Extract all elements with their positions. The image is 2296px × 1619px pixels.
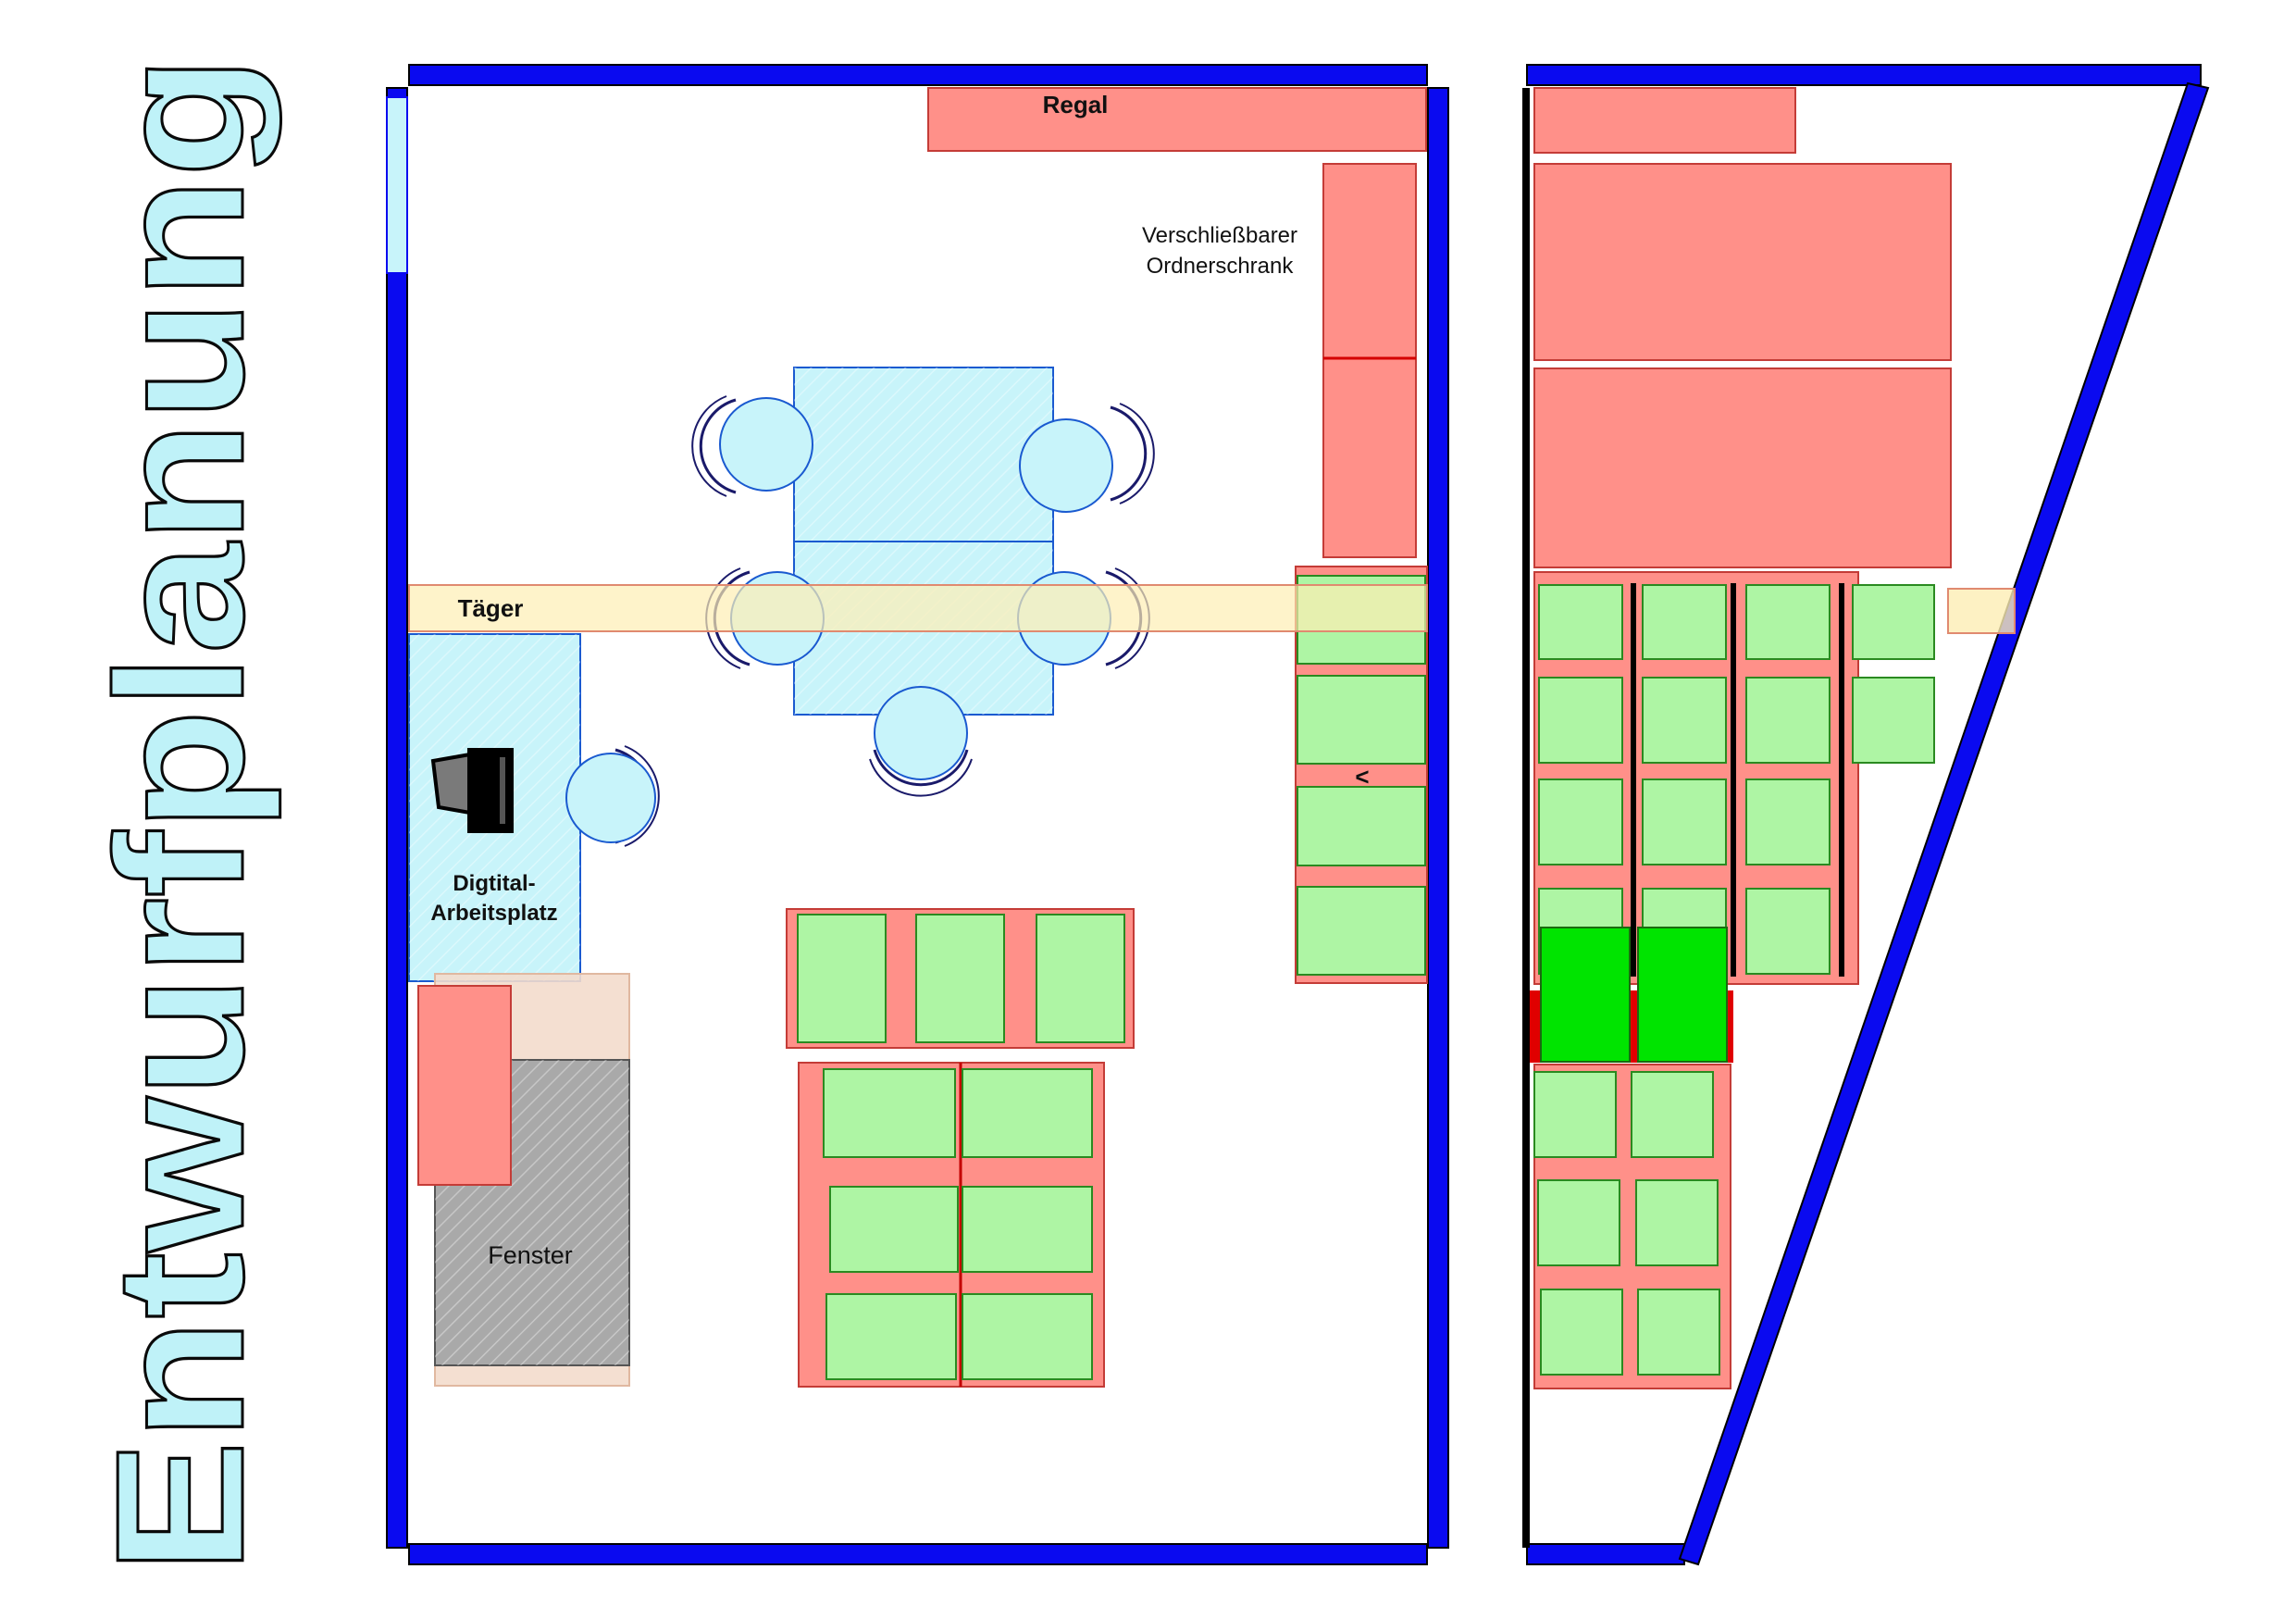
cabinet-top <box>1322 163 1417 359</box>
plant-box <box>1642 584 1727 660</box>
plant-box <box>1538 677 1623 764</box>
plant-box <box>962 1068 1093 1158</box>
computer-workstation-icon <box>430 748 514 833</box>
plant-box <box>1540 1289 1623 1376</box>
plant-box <box>1297 786 1426 866</box>
chair-5 <box>874 686 968 780</box>
plant-box <box>829 1186 959 1273</box>
workstation-label-line2: Arbeitsplatz <box>430 901 557 926</box>
chair-2 <box>1019 418 1113 513</box>
plant-box <box>915 914 1005 1043</box>
shelf-label: Regal <box>1043 91 1109 118</box>
window-label: Fenster <box>488 1241 573 1269</box>
plant-box <box>1635 1179 1719 1266</box>
left-room <box>386 64 1449 1565</box>
plant-box <box>1537 1179 1620 1266</box>
beam-continuation <box>1947 588 2016 634</box>
wall-right <box>1427 87 1449 1549</box>
wall-left <box>1522 88 1530 1548</box>
storage-block <box>1533 367 1952 568</box>
wall-top <box>408 64 1428 86</box>
wall-left <box>386 87 408 1549</box>
shelf-regal <box>927 87 1427 152</box>
plant-box <box>1745 584 1831 660</box>
plant-box <box>1745 778 1831 866</box>
plant-box-highlight <box>1540 927 1631 1063</box>
plant-box <box>825 1293 957 1380</box>
chair-1 <box>719 397 813 492</box>
cabinet-label-line1: Verschließbarer <box>1142 223 1297 248</box>
plant-box <box>1852 677 1935 764</box>
conference-table-group <box>691 367 1155 797</box>
plant-box <box>1745 888 1831 975</box>
wall-top <box>1526 64 2202 86</box>
wall-slanted <box>1678 81 2210 1566</box>
plant-box <box>1297 886 1426 976</box>
cabinet-bottom <box>1322 357 1417 558</box>
plant-box <box>1036 914 1125 1043</box>
plant-box <box>1852 584 1935 660</box>
plant-box <box>1745 677 1831 764</box>
door-gap <box>386 96 408 274</box>
shelf-small <box>1533 87 1796 154</box>
workstation-chair <box>565 753 656 843</box>
plant-box <box>1631 1071 1714 1158</box>
plant-box <box>962 1293 1093 1380</box>
beam <box>408 584 1428 632</box>
plant-box <box>797 914 887 1043</box>
page-title: Entwurfplanung <box>79 56 281 1574</box>
wall-bottom <box>1526 1543 1685 1565</box>
cabinet-label-line2: Ordnerschrank <box>1147 254 1295 279</box>
plant-box <box>823 1068 956 1158</box>
plant-box <box>1533 1071 1617 1158</box>
plant-box <box>962 1186 1093 1273</box>
plant-box <box>1538 584 1623 660</box>
plant-box <box>1538 778 1623 866</box>
wall-bottom <box>408 1543 1428 1565</box>
direction-marker: < <box>1355 763 1369 791</box>
plant-box <box>1297 675 1426 765</box>
plant-box-highlight <box>1637 927 1728 1063</box>
plant-box <box>1642 778 1727 866</box>
beam-label: Täger <box>458 594 524 622</box>
storage-block <box>1533 163 1952 361</box>
side-cabinet <box>417 985 512 1186</box>
workstation-label-line1: Digtital- <box>453 871 535 896</box>
right-room <box>1522 64 2210 1566</box>
plant-box <box>1637 1289 1720 1376</box>
plant-box <box>1642 677 1727 764</box>
